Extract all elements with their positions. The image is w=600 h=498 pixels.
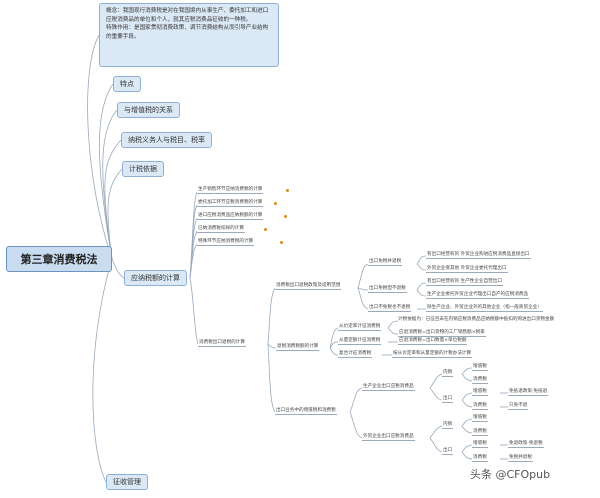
trader-domestic[interactable]: 内销 (442, 422, 454, 429)
export-exempt-no-refund[interactable]: 出口免税但不退税 (368, 286, 407, 293)
producer-vat-policy[interactable]: 免抵退政策·免抵退 (508, 389, 549, 396)
amount-specific-formula[interactable]: 应退消费税=出口数量×单位税额 (398, 338, 468, 345)
export-refund-item-a[interactable]: 有出口经营权的 外贸企业购进应税消费品直接出口 (426, 252, 531, 259)
producer-domestic-ct[interactable]: 消费税 (472, 377, 488, 384)
producer-export[interactable]: 生产企业出口应税消费品 (362, 384, 415, 391)
concept-special-role: 特殊作用：是国家贯彻消费政策、调节消费结构从而引导产业结构的重要手段。 (106, 25, 269, 40)
export-refund-item-b[interactable]: 外贸企业受其他 外贸企业委托代理出口 (426, 266, 508, 273)
export-refund-amount[interactable]: 退税消费税额的计算 (276, 344, 320, 351)
export-no-exempt[interactable]: 出口不免税也不退税 (368, 305, 412, 312)
amount-compound[interactable]: 复合计征消费税 (338, 351, 373, 358)
calc-item-export-refund[interactable]: 消费税出口退税的计算 (198, 340, 246, 347)
marker-dot (264, 228, 267, 231)
amount-ad-valorem-formula[interactable]: 应退消费税=出口货物的工厂销售额×税率 (398, 330, 486, 337)
branch-taxpayer[interactable]: 纳税义务人与税目、税率 (121, 132, 212, 148)
trader-export-ct[interactable]: 消费税 (472, 455, 488, 462)
calc-item-special[interactable]: 特殊环节应纳消费税的计算 (197, 239, 255, 246)
branch-features[interactable]: 特点 (113, 76, 141, 92)
marker-dot (284, 215, 287, 218)
concept-box[interactable]: 概念：我国现行消费税是对在我国境内从事生产、委托加工和进口应税消费品的单位和个人… (99, 3, 279, 67)
export-refund-exempt[interactable]: 出口免税并退税 (368, 259, 403, 266)
export-exempt-item-a[interactable]: 有出口经营权的 生产性企业自营出口 (426, 279, 503, 286)
calc-item-processing[interactable]: 委托加工环节应税消费税的计算 (197, 200, 264, 207)
trader-domestic-vat[interactable]: 增值税 (472, 415, 488, 422)
trader-ct-policy[interactable]: 免税并退税 (508, 455, 533, 462)
export-no-exempt-item[interactable]: 除生产企业、外贸企业外的其他企业（指一般商贸企业） (426, 305, 543, 312)
export-exempt-item-b[interactable]: 生产企业委托外贸企业代理出口自产的应税消费品 (426, 292, 530, 299)
export-vat-ct-relation[interactable]: 出口业务中的增值税和消费税 (275, 408, 337, 415)
watermark: 头条 @CFOpub (470, 466, 551, 482)
calc-item-production[interactable]: 生产销售环节应纳消费税的计算 (197, 187, 264, 194)
trader-domestic-ct[interactable]: 消费税 (472, 429, 488, 436)
root-topic[interactable]: 第三章消费税法 (6, 246, 112, 272)
amount-compound-method[interactable]: 按从价定率和从量定额的计税办法计算 (392, 351, 473, 358)
producer-domestic-vat[interactable]: 增值税 (472, 364, 488, 371)
branch-vat-relation[interactable]: 与增值税的关系 (117, 102, 180, 118)
export-policy[interactable]: 消费税出口退税政策及适用范围 (275, 283, 342, 290)
producer-domestic[interactable]: 内销 (442, 370, 454, 377)
calc-item-import[interactable]: 进口应税消费品应纳税额的计算 (197, 213, 264, 220)
producer-export-ct[interactable]: 消费税 (472, 403, 488, 410)
producer-exported[interactable]: 出口 (442, 396, 454, 403)
trader-exported[interactable]: 出口 (442, 448, 454, 455)
producer-ct-policy[interactable]: 只免不退 (508, 403, 529, 410)
concept-definition: 概念：我国现行消费税是对在我国境内从事生产、委托加工和进口应税消费品的单位和个人… (106, 8, 269, 23)
branch-collection[interactable]: 征收管理 (106, 474, 148, 490)
trader-export[interactable]: 外贸企业出口应税消费品 (362, 434, 415, 441)
branch-tax-calculation[interactable]: 应纳税额的计算 (124, 270, 187, 286)
marker-dot (274, 202, 277, 205)
trader-vat-policy[interactable]: 免退政策·免退税 (508, 441, 544, 448)
marker-dot (280, 241, 283, 244)
amount-specific[interactable]: 从量定额计征消费税 (338, 338, 382, 345)
amount-ad-valorem[interactable]: 从价定率计征消费税 (338, 324, 382, 331)
producer-export-vat[interactable]: 增值税 (472, 389, 488, 396)
calc-item-deduction[interactable]: 已纳消费税扣除的计算 (197, 226, 245, 233)
amount-ad-valorem-basis[interactable]: 计税依据为：已征且未在内销应税消费品应纳税额中抵扣的购进出口货物金额 (398, 317, 555, 323)
branch-tax-basis[interactable]: 计税依据 (122, 161, 164, 177)
trader-export-vat[interactable]: 增值税 (472, 441, 488, 448)
marker-dot (286, 189, 289, 192)
